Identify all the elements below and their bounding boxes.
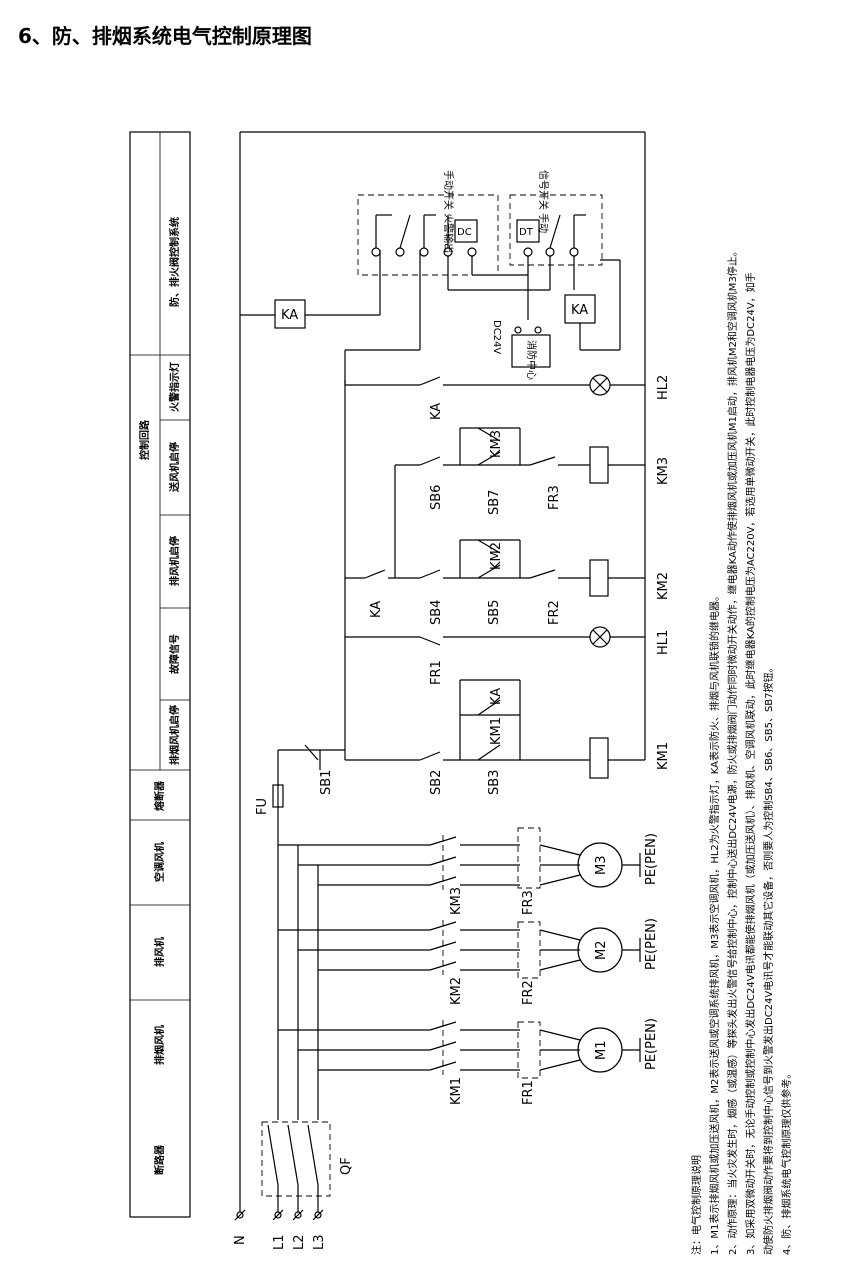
table-main-3: 排风机 (153, 937, 166, 967)
label-SB4: SB4 (429, 600, 444, 625)
label-control-box: 消防中心 (525, 340, 538, 380)
table-col-2: 故障信号 (168, 634, 181, 674)
note-3: 3、如采用双微动开关时，无论手动控制或控制中心发出DC24V电讯都能使排烟风机（… (744, 272, 757, 1255)
label-KA-coil-2: KA (571, 303, 588, 318)
label-L1: L1 (272, 1234, 287, 1250)
label-DT: DT (519, 227, 534, 238)
label-HL2: HL2 (656, 375, 671, 400)
motor-circuits: KM1 FR1 M1 PE(PEN) KM2 FR2 M2 (278, 827, 659, 1105)
label-DC: DC (457, 227, 472, 238)
table-col-3: 排风机启停 (168, 536, 181, 586)
label-DC24V: DC24V (491, 320, 502, 354)
label-SB7: SB7 (487, 490, 502, 515)
label-L3: L3 (312, 1234, 327, 1250)
label-M1: M1 (594, 1041, 609, 1061)
label-KM2-aux: KM2 (489, 542, 504, 570)
label-FR3-main: FR3 (521, 890, 536, 915)
table-main-5: 熔断器 (153, 780, 166, 811)
label-KM3-main: KM3 (449, 887, 464, 915)
motor-branch-1: KM1 FR1 M1 PE(PEN) (278, 1018, 659, 1105)
label-KM2-coil: KM2 (656, 572, 671, 600)
label-KM1-main: KM1 (449, 1077, 464, 1105)
control-circuit: SB1 SB2 SB3 KM1 KA KM1 FR1 HL1 (240, 250, 671, 795)
label-FR1: FR1 (429, 660, 444, 685)
table-main-2: 排烟风机 (153, 1025, 166, 1065)
valve-switch-section: DC DT KA 消防中心 DC24V 手动开关 火警输出 信号开关 手动 (357, 170, 621, 380)
label-FU: FU (255, 798, 270, 815)
label-L2: L2 (292, 1234, 307, 1250)
label-M2: M2 (594, 941, 609, 961)
label-switch-2: 信号开关 手动 (537, 170, 550, 233)
label-KM3-coil: KM3 (656, 457, 671, 485)
note-2: 2、动作原理：当火灾发生时，烟感（或温感）等探头发出火警信号给控制中心，控制中心… (726, 246, 739, 1255)
table-col-5: 火警指示灯 (168, 362, 181, 412)
label-PE-3: PE(PEN) (644, 833, 659, 885)
label-KM1-coil: KM1 (656, 742, 671, 770)
label-SB6: SB6 (429, 485, 444, 510)
table-top-label: 防、排火阀控制系统 (168, 217, 181, 307)
page-title: 6、防、排烟系统电气控制原理图 (18, 24, 312, 48)
motor-branch-2: KM2 FR2 M2 PE(PEN) (278, 918, 659, 1005)
label-KM1-aux: KM1 (489, 717, 504, 745)
function-table: 防、排火阀控制系统 控制回路 排烟风机启停 故障信号 排风机启停 送风机启停 火… (129, 131, 191, 1218)
label-FR1-main: FR1 (521, 1080, 536, 1105)
label-QF: QF (339, 1157, 354, 1175)
note-4: 动使防火排烟阀动作要将到控制中心信号到火警发出DC24V电讯号才能联动其它设备，… (762, 662, 775, 1255)
label-KA-aux1: KA (489, 688, 504, 705)
label-switch-1: 手动开关 火警输出 (442, 170, 455, 253)
label-SB1: SB1 (319, 770, 334, 795)
note-0: 注：电气控制原理说明 (690, 1155, 703, 1255)
motor-branch-3: KM3 FR3 M3 PE(PEN) (278, 827, 659, 915)
table-col-4: 送风机启停 (168, 442, 181, 493)
label-KA-aux3: KA (429, 403, 444, 420)
label-FR2-main: FR2 (521, 980, 536, 1005)
table-col-1: 排烟风机启停 (168, 705, 181, 765)
label-KA-coil: KA (281, 308, 298, 323)
table-main-1: 断路器 (153, 1144, 166, 1175)
label-SB5: SB5 (487, 600, 502, 625)
notes-block: 注：电气控制原理说明 1、M1表示排烟风机或加压送风机，M2表示送风或空调系统排… (690, 246, 793, 1255)
label-KA-aux2: KA (369, 601, 384, 618)
power-input: N L1 L2 L3 QF FU (233, 131, 646, 1250)
label-FR3: FR3 (547, 485, 562, 510)
label-SB2: SB2 (429, 770, 444, 795)
label-HL1: HL1 (656, 630, 671, 655)
note-1: 1、M1表示排烟风机或加压送风机，M2表示送风或空调系统排风机，M3表示空调风机… (708, 591, 721, 1255)
label-PE-2: PE(PEN) (644, 918, 659, 970)
table-control-label: 控制回路 (138, 419, 151, 460)
note-5: 4、防、排烟系统电气控制原理仅供参考。 (780, 1069, 793, 1255)
label-KM3-aux: KM3 (489, 430, 504, 458)
label-N: N (233, 1235, 248, 1245)
label-KM2-main: KM2 (449, 977, 464, 1005)
label-M3: M3 (594, 856, 609, 876)
label-FR2: FR2 (547, 600, 562, 625)
table-main-4: 空调风机 (153, 842, 166, 882)
label-SB3: SB3 (487, 770, 502, 795)
label-PE-1: PE(PEN) (644, 1018, 659, 1070)
